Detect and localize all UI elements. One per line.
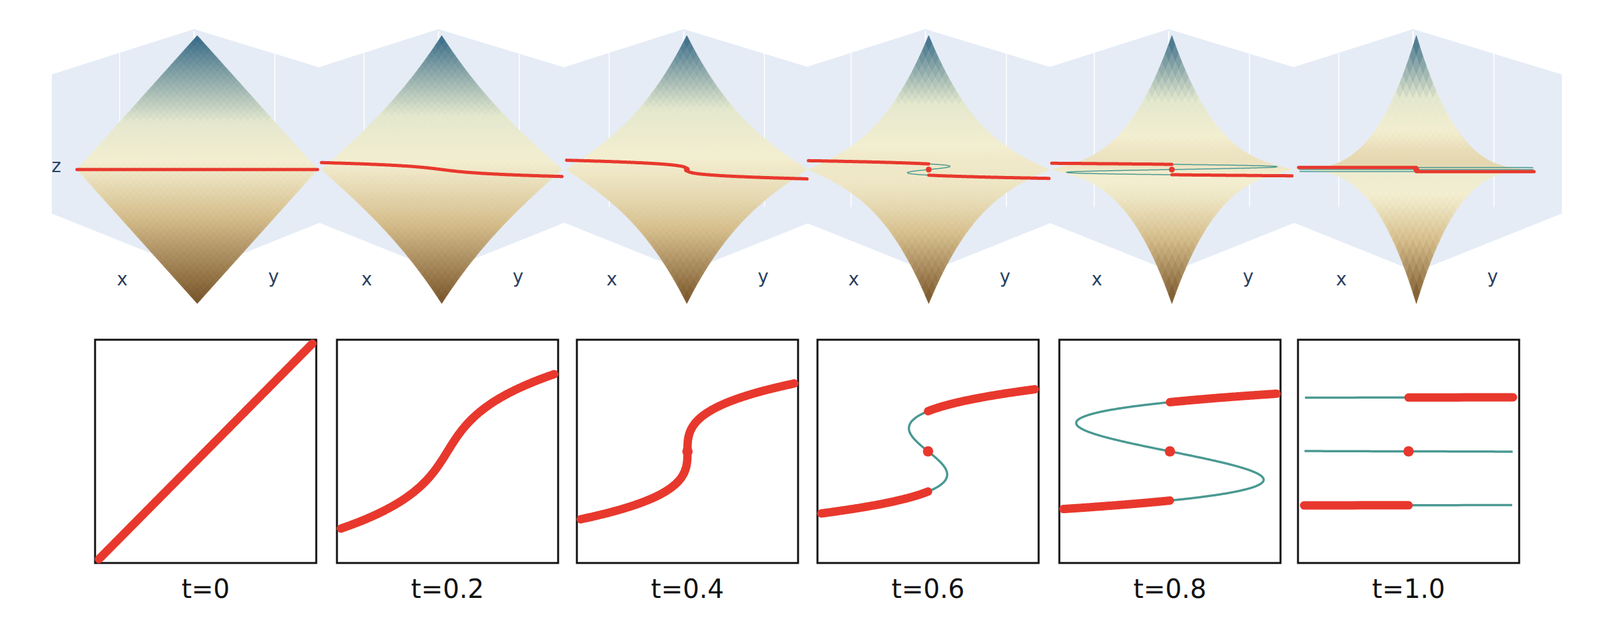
illustration [0, 0, 1600, 629]
